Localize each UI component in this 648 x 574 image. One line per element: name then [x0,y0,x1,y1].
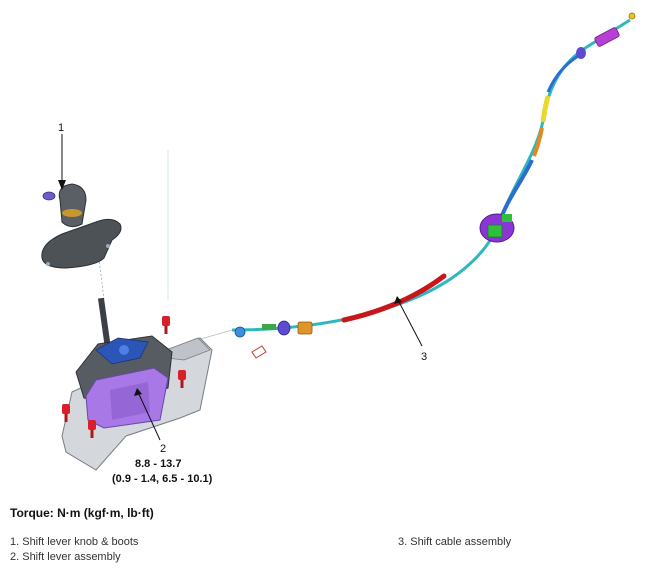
callout-1: 1 [58,122,64,134]
shift-knob-boot [41,183,122,269]
shift-cable-assembly [231,12,636,359]
callout-2-leader [134,388,161,441]
bolt-icon [62,404,70,422]
legend-item-3: 3. Shift cable assembly [398,536,512,548]
callout-3-leader [394,296,423,347]
torque-units-heading: Torque: N·m (kgf·m, lb·ft) [10,506,154,520]
legend-item-2: 2. Shift lever assembly [10,551,121,563]
exploded-parts-diagram: 1 2 3 8.8 - 13.7 (0.9 - 1.4, 6.5 - 10.1) [41,12,636,485]
callout-2: 2 [160,443,166,455]
torque-spec-value: 8.8 - 13.7 [135,458,181,470]
torque-spec-alt-units: (0.9 - 1.4, 6.5 - 10.1) [112,473,213,485]
bolt-icon [162,316,170,334]
bolt-icon [178,370,186,388]
callout-1-leader [58,134,66,190]
bolt-icon [88,420,96,438]
callout-3: 3 [421,351,427,363]
legend-item-1: 1. Shift lever knob & boots [10,536,139,548]
shift-lever-assembly [61,297,213,471]
